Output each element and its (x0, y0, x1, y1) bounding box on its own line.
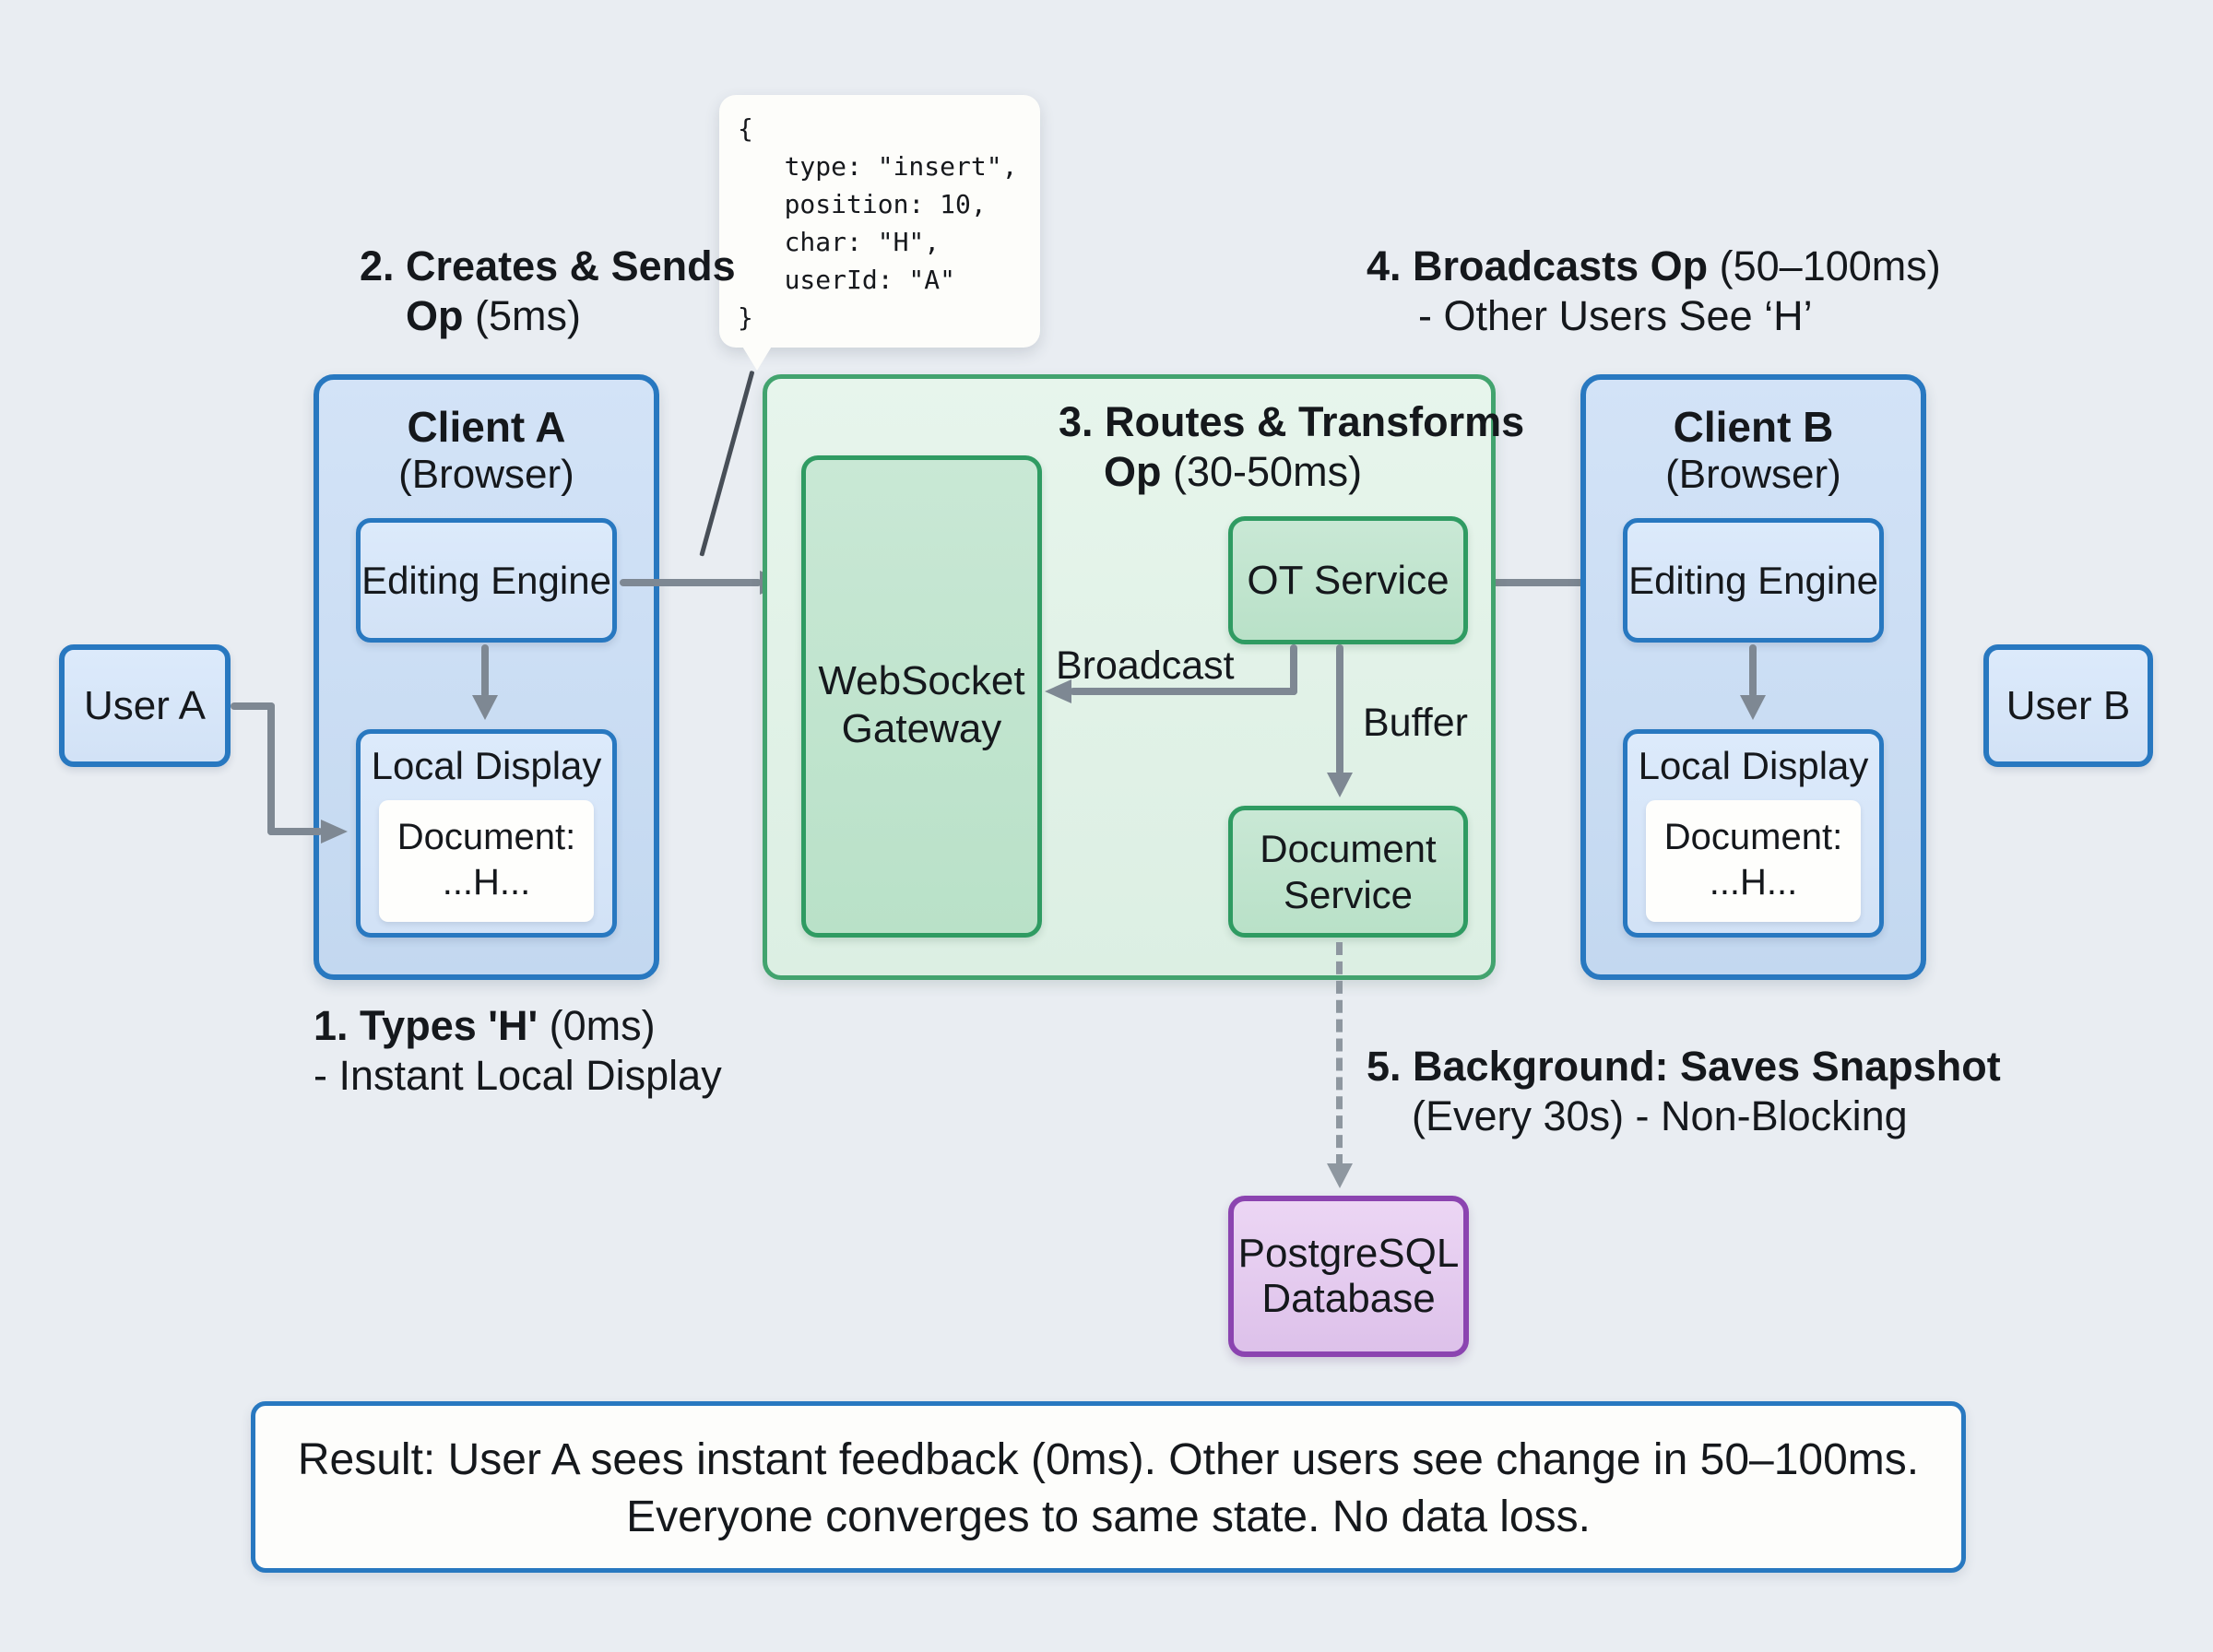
broadcast-arrow-head (1045, 679, 1071, 703)
client-a-down-arrow-line (481, 644, 489, 698)
snapshot-dashed-line (1336, 942, 1343, 1167)
websocket-gateway-box: WebSocket Gateway (801, 455, 1042, 938)
step5-line1: 5. Background: Saves Snapshot (1367, 1043, 2001, 1090)
postgresql-database-box: PostgreSQL Database (1228, 1196, 1469, 1357)
client-b-local-display: Local Display Document: ...H... (1623, 729, 1884, 938)
broadcast-arrow-horizontal (1070, 688, 1297, 695)
user-a-arrow-seg3 (267, 828, 323, 835)
client-a-down-arrow-head (472, 695, 498, 720)
callout-connector-line (699, 370, 755, 557)
step2-label: 2. Creates & Sends Op (5ms) (360, 242, 736, 341)
user-a-arrow-head (321, 820, 348, 844)
step3-label: 3. Routes & Transforms Op (30-50ms) (1059, 397, 1524, 497)
ot-service-box: OT Service (1228, 516, 1468, 644)
step1-label: 1. Types 'H' (0ms) - Instant Local Displ… (314, 1001, 722, 1101)
client-a-document-box: Document: ...H... (379, 800, 594, 922)
arrow-ot-to-b-line (1471, 579, 1594, 586)
client-a-editing-engine: Editing Engine (356, 518, 617, 643)
client-a-subtitle: (Browser) (398, 452, 574, 497)
postgresql-line1: PostgreSQL (1237, 1231, 1460, 1276)
op-code-callout: { type: "insert", position: 10, char: "H… (719, 95, 1040, 348)
client-b-title: Client B (1673, 403, 1834, 451)
result-line1: Result: User A sees instant feedback (0m… (297, 1435, 1920, 1484)
step3-line2: Op (30-50ms) (1104, 448, 1363, 495)
user-a-arrow-seg1 (231, 702, 275, 710)
client-a-document-line1: Document: (396, 817, 576, 857)
client-b-down-arrow-line (1749, 644, 1757, 698)
op-code-text: { type: "insert", position: 10, char: "H… (738, 113, 1018, 333)
result-box: Result: User A sees instant feedback (0m… (251, 1401, 1966, 1573)
step4-line1: 4. Broadcasts Op (50–100ms) (1367, 242, 1941, 289)
buffer-arrow-head (1327, 773, 1353, 797)
client-b-document-line2: ...H... (1709, 862, 1798, 903)
step5-label: 5. Background: Saves Snapshot (Every 30s… (1367, 1042, 2001, 1141)
client-b-document-box: Document: ...H... (1646, 800, 1861, 922)
step3-line1: 3. Routes & Transforms (1059, 398, 1525, 445)
user-a-box: User A (59, 644, 231, 767)
step2-line1: 2. Creates & Sends (360, 242, 736, 289)
client-b-down-arrow-head (1740, 695, 1766, 720)
broadcast-arrow-vertical (1290, 644, 1297, 695)
buffer-label: Buffer (1363, 701, 1468, 745)
step1-line2: - Instant Local Display (314, 1052, 722, 1099)
callout-tail (741, 345, 773, 371)
result-line2: Everyone converges to same state. No dat… (626, 1493, 1591, 1541)
broadcast-label: Broadcast (1056, 643, 1235, 688)
snapshot-arrow-head (1327, 1163, 1353, 1188)
step5-line2: (Every 30s) - Non-Blocking (1412, 1092, 1908, 1139)
client-a-document-line2: ...H... (442, 862, 531, 903)
client-b-local-display-label: Local Display (1638, 744, 1869, 787)
step2-line2: Op (5ms) (406, 292, 581, 339)
client-a-title: Client A (407, 403, 566, 451)
arrow-a-to-gateway-line (620, 579, 762, 586)
buffer-arrow-line (1336, 644, 1343, 775)
client-b-document-line1: Document: (1663, 817, 1843, 857)
document-service-box: Document Service (1228, 806, 1468, 938)
client-a-local-display-label: Local Display (371, 744, 602, 787)
user-b-box: User B (1983, 644, 2153, 767)
step1-line1: 1. Types 'H' (0ms) (314, 1002, 656, 1049)
step4-label: 4. Broadcasts Op (50–100ms) - Other User… (1367, 242, 1941, 341)
postgresql-line2: Database (1261, 1276, 1436, 1321)
client-a-local-display: Local Display Document: ...H... (356, 729, 617, 938)
client-b-editing-engine: Editing Engine (1623, 518, 1884, 643)
client-b-subtitle: (Browser) (1665, 452, 1841, 497)
step4-line2: - Other Users See ‘H’ (1418, 292, 1813, 339)
user-a-arrow-seg2 (267, 702, 275, 835)
